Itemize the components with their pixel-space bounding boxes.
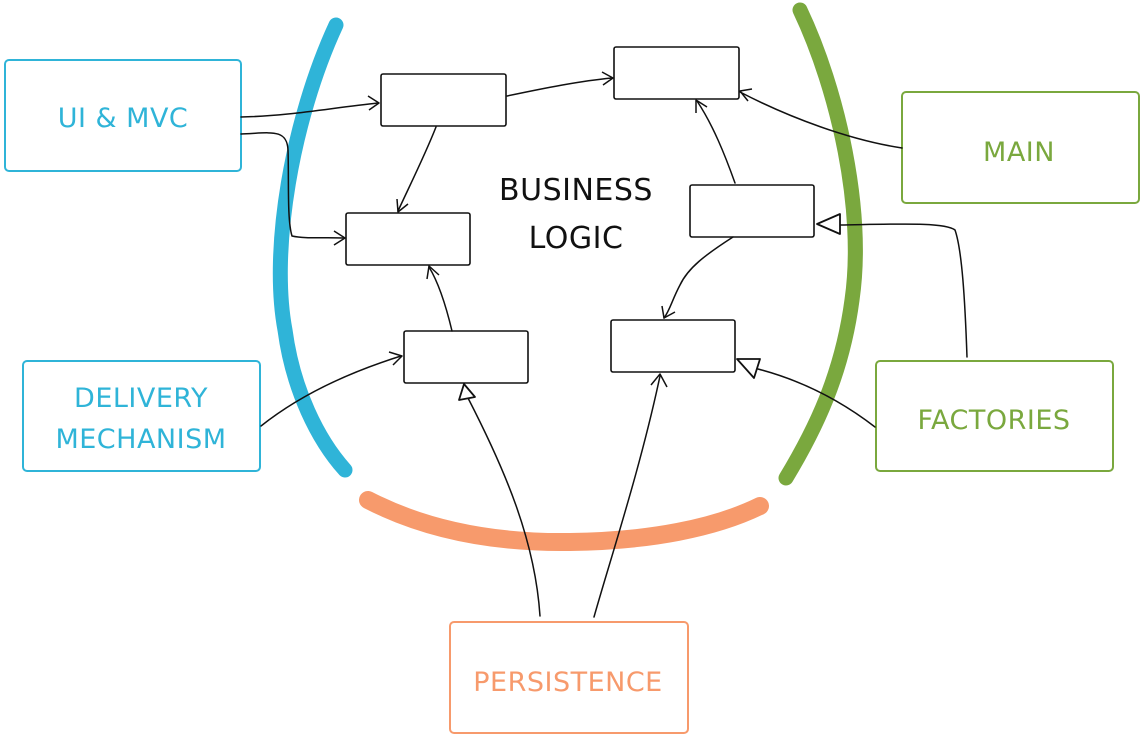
arrow-ui-to-mid-left <box>240 132 344 239</box>
arrow-factories-to-mid-right <box>839 223 968 358</box>
arrow-head <box>736 358 761 379</box>
delivery-mechanism-label-line1: DELIVERY <box>74 383 208 414</box>
arrow-head <box>816 213 841 235</box>
business-logic-title-line2: LOGIC <box>529 221 624 256</box>
arrow-mid-right-to-bottom-right <box>663 236 734 319</box>
core-box-top-right <box>613 46 740 100</box>
arrow-top-left-to-mid-left <box>397 126 437 212</box>
arrow-delivery-to-bottom-left <box>260 355 402 427</box>
arrow-head <box>388 351 403 366</box>
delivery-boundary-stroke <box>272 17 353 478</box>
arrow-head <box>396 198 409 213</box>
persistence-boundary-stroke <box>359 491 769 552</box>
arrow-head <box>695 99 708 113</box>
core-box-bottom-right <box>610 319 736 373</box>
arrow-head <box>367 95 380 111</box>
business-logic-title-line1: BUSINESS <box>499 173 653 208</box>
arrow-bottom-left-to-mid-left <box>428 266 453 332</box>
factories-box <box>875 360 1114 472</box>
arrow-persistence-to-bottom-right <box>593 375 661 618</box>
arrow-mid-right-to-top-right <box>696 100 736 184</box>
delivery-mechanism-label-line2: MECHANISM <box>55 424 226 455</box>
core-box-bottom-left <box>403 330 529 384</box>
arrow-persistence-to-bottom-left <box>467 397 541 617</box>
ui-mvc-label: UI & MVC <box>58 103 189 134</box>
main-label: MAIN <box>983 137 1055 168</box>
core-box-mid-left <box>345 212 471 266</box>
ui-mvc-box <box>4 59 242 172</box>
arrow-head <box>601 71 614 86</box>
composition-boundary-stroke <box>778 2 863 486</box>
arrow-top-left-to-top-right <box>506 77 613 97</box>
arrow-head <box>333 230 346 246</box>
persistence-label: PERSISTENCE <box>473 667 663 698</box>
arrow-head <box>426 265 440 280</box>
arrow-main-to-top-right <box>739 91 903 149</box>
arrow-factories-to-bottom-right <box>757 368 876 428</box>
arrow-ui-to-top-left <box>240 102 379 118</box>
arrow-head <box>458 383 476 401</box>
persistence-box <box>449 621 689 734</box>
delivery-mechanism-box <box>22 360 261 472</box>
core-box-mid-right <box>689 184 815 238</box>
core-box-top-left <box>380 73 507 127</box>
factories-label: FACTORIES <box>917 405 1070 436</box>
arrow-head <box>661 305 676 319</box>
arrow-head <box>650 373 668 388</box>
arrow-head <box>739 88 753 102</box>
